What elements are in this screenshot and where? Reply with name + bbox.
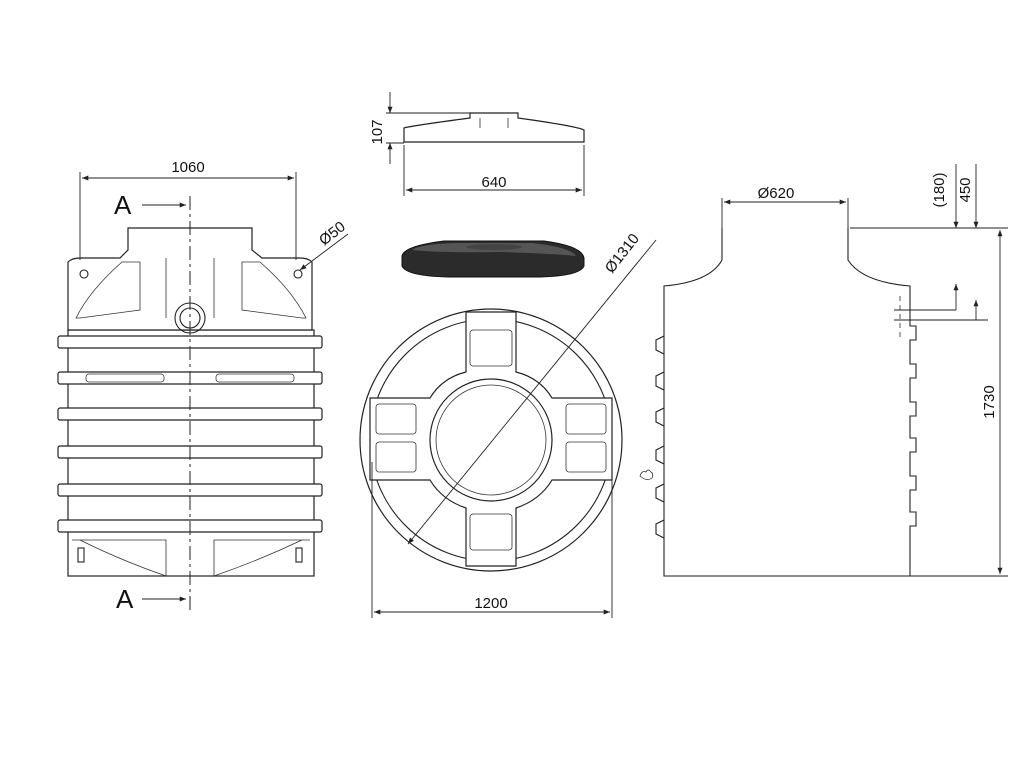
hand-cursor-icon <box>639 469 654 480</box>
section-view: Ø620 (180) 450 1730 <box>639 164 1008 577</box>
dim-outer-diameter: Ø1310 <box>602 230 643 276</box>
top-view: Ø1310 1200 <box>359 230 657 618</box>
dim-lid-height: 107 <box>369 119 386 144</box>
dim-neck-height: 450 <box>957 177 974 202</box>
section-outline <box>663 228 917 577</box>
dim-neck-offset: (180) <box>931 172 948 207</box>
lid-views: 107 640 <box>369 92 585 278</box>
foot-bracket-right <box>295 547 303 563</box>
dim-pipe-diameter: Ø50 <box>316 218 349 249</box>
section-mark-bottom: A <box>116 584 134 614</box>
pipe-hole-left <box>79 269 89 279</box>
foot-bracket-left <box>77 547 85 563</box>
dim-base-width: 1200 <box>474 595 507 612</box>
neck-opening <box>429 378 553 502</box>
dim-lid-width: 640 <box>481 174 506 191</box>
dim-width-front: 1060 <box>171 159 204 176</box>
dim-total-height: 1730 <box>981 385 998 418</box>
dim-neck-diameter: Ø620 <box>758 185 795 202</box>
front-view: A A 1060 Ø50 <box>57 159 349 614</box>
pipe-hole-right <box>293 269 303 279</box>
lid-render <box>401 240 585 278</box>
section-mark-top: A <box>114 190 132 220</box>
lid-elevation <box>403 112 585 143</box>
